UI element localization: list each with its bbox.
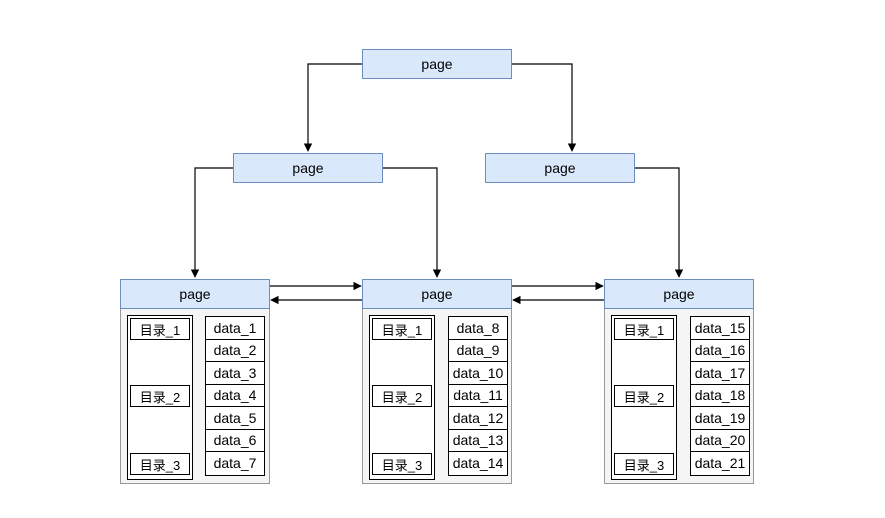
leaf-2-directory-entry-1: 目录_1	[372, 318, 432, 340]
data-record: data_4	[206, 385, 264, 407]
leaf-3-directory-entry-1: 目录_1	[614, 318, 674, 340]
leaf-3-directory-entry-2: 目录_2	[614, 385, 674, 407]
data-record: data_5	[206, 407, 264, 430]
leaf-2-directory-entry-3: 目录_3	[372, 453, 432, 475]
data-record: data_1	[206, 317, 264, 340]
leaf-1-directory-entry-1: 目录_1	[130, 318, 190, 340]
edge-left-to-leaf2	[383, 167, 442, 278]
leaf-page-3-header: page	[604, 279, 754, 309]
root-page: page	[362, 49, 512, 79]
leaf-1-directory-entry-2: 目录_2	[130, 385, 190, 407]
leaf-2-data-records: data_8 data_9 data_10 data_11 data_12 da…	[448, 316, 508, 476]
data-record: data_3	[206, 362, 264, 385]
edge-root-to-left	[303, 63, 362, 152]
data-record: data_8	[449, 317, 507, 340]
data-record: data_15	[691, 317, 749, 340]
leaf-1-directory-entry-3: 目录_3	[130, 453, 190, 475]
leaf-3-directory-entry-3: 目录_3	[614, 453, 674, 475]
data-record: data_7	[213, 455, 257, 472]
data-record: data_12	[449, 407, 507, 430]
data-record: data_20	[691, 430, 749, 452]
leaf-2-directory-entry-2: 目录_2	[372, 385, 432, 407]
data-record: data_18	[691, 385, 749, 407]
edge-root-to-right	[512, 63, 577, 152]
data-record: data_13	[449, 430, 507, 452]
leaf-page-1-header: page	[120, 279, 270, 309]
data-record: data_16	[691, 340, 749, 362]
data-record: data_14	[452, 455, 504, 472]
data-record: data_19	[691, 407, 749, 430]
data-record: data_9	[449, 340, 507, 362]
data-record: data_17	[691, 362, 749, 385]
edge-left-to-leaf1	[190, 167, 233, 278]
data-record: data_11	[449, 385, 507, 407]
internal-page-left: page	[233, 153, 383, 183]
data-record: data_6	[206, 430, 264, 452]
leaf-3-data-records: data_15 data_16 data_17 data_18 data_19 …	[690, 316, 750, 476]
leaf-page-2-header: page	[362, 279, 512, 309]
data-record: data_10	[449, 362, 507, 385]
leaf-1-data-records: data_1 data_2 data_3 data_4 data_5 data_…	[205, 316, 265, 476]
data-record: data_2	[206, 340, 264, 362]
internal-page-right: page	[485, 153, 635, 183]
data-record: data_21	[694, 455, 746, 472]
edge-right-to-leaf3	[635, 167, 684, 278]
